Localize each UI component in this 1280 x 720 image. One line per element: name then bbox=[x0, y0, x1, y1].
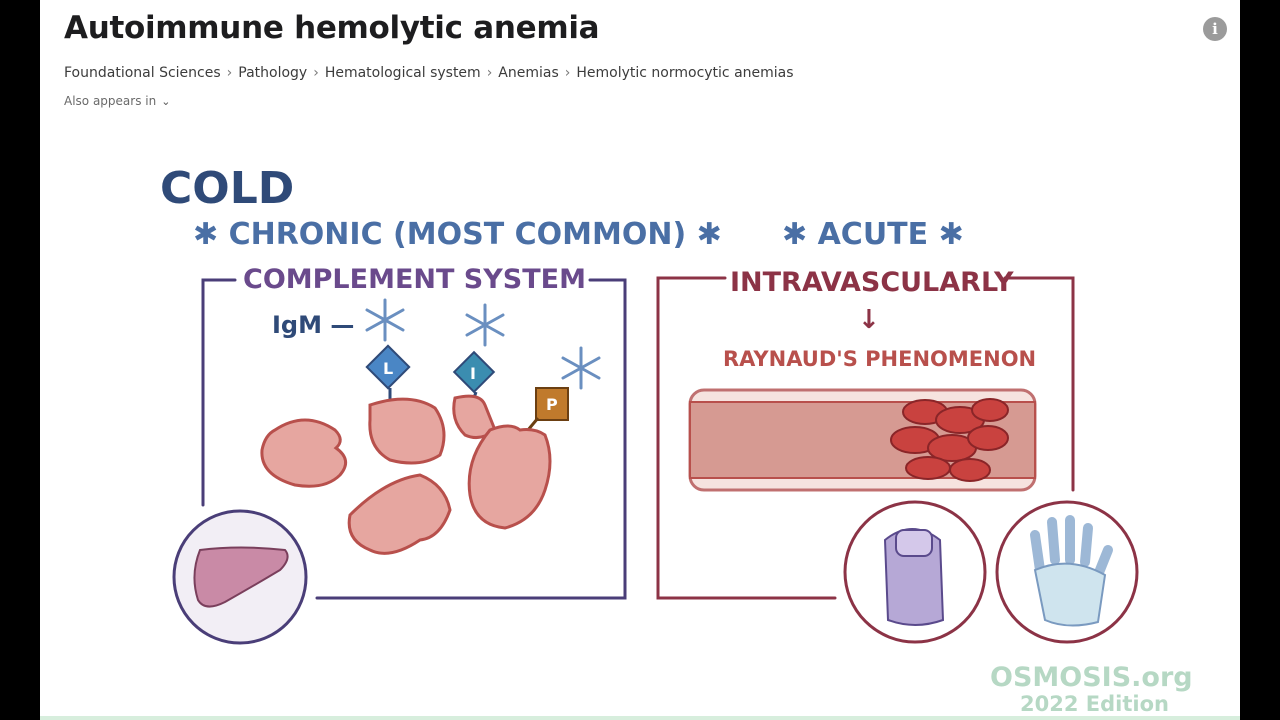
also-appears-in-toggle[interactable]: Also appears in ⌄ bbox=[64, 94, 170, 108]
breadcrumb-item[interactable]: Hemolytic normocytic anemias bbox=[576, 65, 794, 81]
breadcrumb-item[interactable]: Anemias bbox=[498, 65, 559, 81]
igm-label: IgM — bbox=[272, 311, 354, 339]
illustration: COLD ✱ CHRONIC (MOST COMMON) ✱ ✱ ACUTE ✱… bbox=[160, 163, 1193, 716]
acute-subtitle: ✱ ACUTE ✱ bbox=[782, 217, 964, 252]
chevron-down-icon: ⌄ bbox=[161, 94, 171, 108]
breadcrumb-item[interactable]: Hematological system bbox=[324, 65, 481, 81]
chevron-right-icon: › bbox=[313, 65, 319, 81]
svg-text:L: L bbox=[383, 359, 393, 378]
osmosis-watermark: OSMOSIS.org bbox=[990, 662, 1193, 693]
svg-text:P: P bbox=[546, 395, 558, 414]
finger-icon bbox=[843, 500, 987, 644]
complement-box bbox=[201, 278, 627, 600]
page: Autoimmune hemolytic anemia i Foundation… bbox=[40, 0, 1240, 720]
snowflake-icon bbox=[365, 298, 405, 342]
rbc-fragment bbox=[260, 394, 552, 555]
chronic-subtitle: ✱ CHRONIC (MOST COMMON) ✱ bbox=[193, 217, 722, 252]
osmosis-edition: 2022 Edition bbox=[1020, 692, 1169, 716]
hand-icon bbox=[995, 500, 1139, 644]
antibody-tag-i: I bbox=[452, 350, 496, 405]
intravascular-label: INTRAVASCULARLY bbox=[730, 267, 1014, 298]
info-icon[interactable]: i bbox=[1203, 17, 1227, 41]
breadcrumb: Foundational Sciences › Pathology › Hema… bbox=[64, 65, 794, 81]
svg-text:I: I bbox=[470, 364, 476, 383]
progress-strip bbox=[40, 716, 1240, 720]
complement-label: COMPLEMENT SYSTEM bbox=[243, 264, 586, 295]
arrow-down-icon: ↓ bbox=[858, 305, 880, 335]
snowflake-icon bbox=[561, 346, 601, 390]
also-appears-in-label: Also appears in bbox=[64, 94, 157, 108]
antibody-tag-l: L bbox=[365, 344, 411, 402]
antibody-tag-p: P bbox=[526, 387, 569, 431]
chevron-right-icon: › bbox=[564, 65, 571, 81]
breadcrumb-item[interactable]: Pathology bbox=[238, 65, 308, 81]
page-title: Autoimmune hemolytic anemia bbox=[64, 10, 600, 46]
breadcrumb-item[interactable]: Foundational Sciences bbox=[64, 65, 221, 81]
snowflake-icon bbox=[465, 303, 505, 347]
liver-icon bbox=[172, 509, 308, 645]
chevron-right-icon: › bbox=[486, 65, 493, 81]
intravascular-box bbox=[656, 276, 1075, 600]
chevron-right-icon: › bbox=[226, 65, 233, 81]
raynaud-label: RAYNAUD'S PHENOMENON bbox=[723, 347, 1036, 371]
blood-vessel bbox=[688, 388, 1037, 492]
slide-heading: COLD bbox=[160, 163, 294, 214]
